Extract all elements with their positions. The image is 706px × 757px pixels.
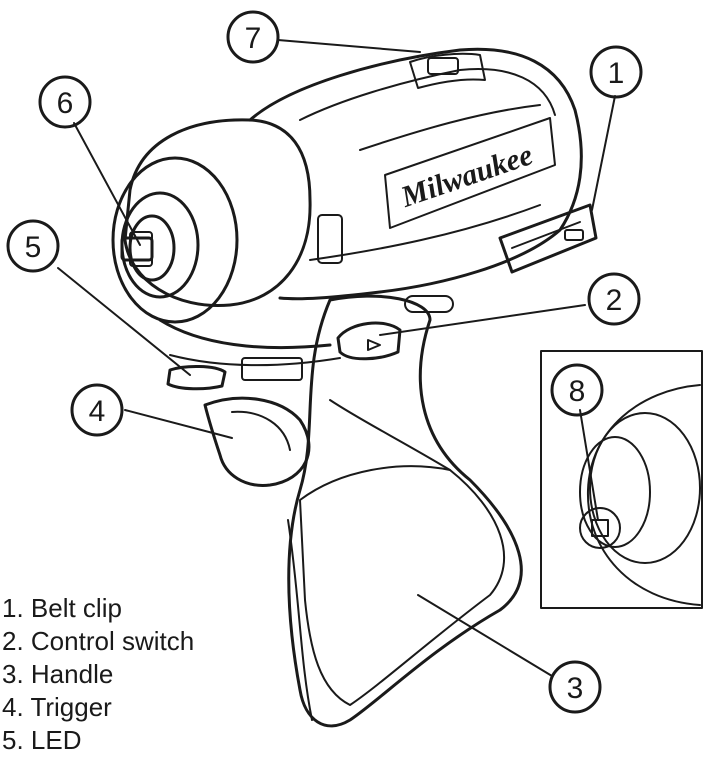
control-switch: [336, 295, 454, 361]
inset-box: [540, 350, 703, 609]
callout-number-4: 4: [89, 395, 106, 428]
belt-clip: [498, 203, 598, 274]
tool-diagram: Milwaukee 1 2 3 4 5 6 7 8: [6, 10, 703, 728]
callout-labels: 1 2 3 4 5 6 7 8: [25, 22, 625, 705]
legend-item-trigger: 4. Trigger: [2, 692, 112, 722]
handle-outline: [287, 294, 523, 728]
front-housing: [111, 118, 312, 324]
legend-item-led: 5. LED: [2, 725, 82, 755]
callout-number-1: 1: [608, 57, 625, 90]
legend-item-control-switch: 2. Control switch: [2, 626, 195, 656]
callout-number-2: 2: [606, 284, 623, 317]
callout-number-6: 6: [57, 87, 74, 120]
callout-number-5: 5: [25, 231, 42, 264]
callout-circles: [6, 10, 643, 714]
callout-number-8: 8: [569, 375, 586, 408]
callout-number-7: 7: [245, 22, 262, 55]
leader-lines: [57, 39, 616, 677]
parts-legend: 1. Belt clip 2. Control switch 3. Handle…: [2, 592, 194, 757]
callout-number-3: 3: [567, 672, 584, 705]
top-button: [409, 52, 486, 89]
lower-neck: [158, 318, 341, 381]
trigger: [203, 396, 311, 487]
motor-body: [248, 47, 583, 301]
legend-item-handle: 3. Handle: [2, 659, 114, 689]
led-window: [166, 365, 227, 391]
legend-item-belt-clip: 1. Belt clip: [2, 593, 122, 623]
brand-plate: [384, 117, 556, 229]
brand-mark: Milwaukee: [396, 138, 537, 214]
